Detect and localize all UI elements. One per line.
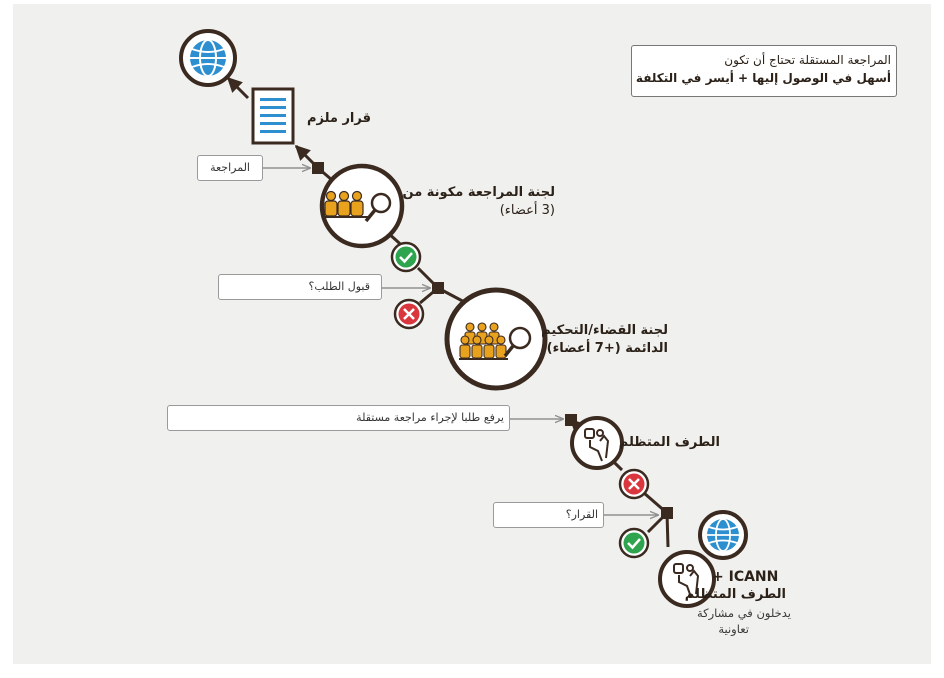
icann-label: + ICANN [712, 569, 779, 585]
review-box [197, 155, 263, 181]
document-icon [251, 87, 295, 145]
note-line-1: المراجعة المستقلة تحتاج أن تكون [724, 53, 891, 67]
junction-review [312, 162, 324, 174]
accept-check-icon-2 [618, 527, 650, 559]
review-label: المراجعة [210, 161, 250, 174]
connector-to-globe [226, 76, 250, 100]
standing-panel-title: لجنة القضاء/التحكيم [541, 323, 668, 338]
file-request-box [167, 405, 510, 431]
main-connectors [226, 76, 670, 548]
review-panel-title: لجنة المراجعة مكونة من [402, 185, 555, 200]
note-line-2: أسهل في الوصول إليها + أيسر في التكلفة [635, 71, 891, 85]
junctions [312, 162, 673, 519]
binding-decision-label: قرار ملزم [306, 111, 371, 126]
reject-x-icon [393, 298, 425, 330]
note-box [631, 45, 897, 97]
decision-box [493, 502, 604, 528]
reject-x-icon-2 [618, 468, 650, 500]
start-desc-line-1: يدخلون في مشاركة [696, 606, 791, 620]
globe-icon-bottom [698, 510, 748, 560]
standing-panel-members: الدائمة (+7 أعضاء) [546, 341, 668, 356]
decision-label: القرار؟ [565, 508, 598, 521]
junction-accept [432, 282, 444, 294]
standing-panel-icon [444, 287, 548, 391]
start-party-label: الطرف المتظلم [684, 587, 786, 602]
accept-request-label: قبول الطلب؟ [308, 280, 370, 293]
accept-check-icon [390, 241, 422, 273]
person-icon [570, 416, 624, 470]
accept-request-box [218, 274, 382, 300]
junction-decision [661, 507, 673, 519]
review-panel-members: (3 أعضاء) [499, 203, 555, 218]
file-request-label: يرفع طلبا لإجراء مراجعة مستقلة [356, 411, 504, 424]
globe-icon [179, 29, 237, 87]
start-desc-line-2: تعاونية [718, 622, 749, 636]
callout-arrows [263, 168, 658, 515]
junction-request [565, 414, 577, 426]
review-panel-icon [319, 163, 405, 249]
aggrieved-party-label: الطرف المتظلم [618, 435, 720, 450]
person-icon-bottom [658, 550, 716, 608]
